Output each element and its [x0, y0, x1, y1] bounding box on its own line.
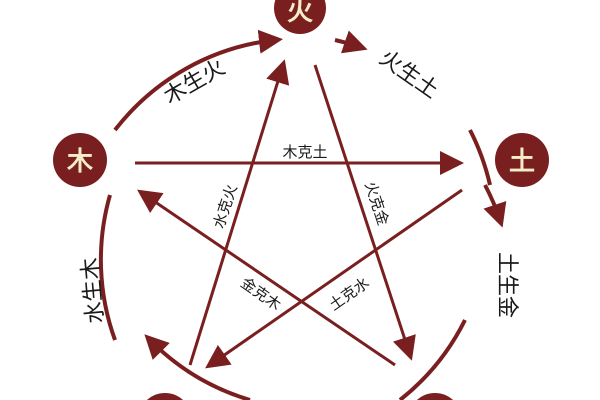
label-metal-overcomes-wood: 金克木	[237, 274, 284, 315]
node-earth: 土	[495, 133, 549, 187]
node-wood: 木	[53, 133, 107, 187]
label-water-generates-wood: 水生木	[78, 257, 109, 325]
node-earth-label: 土	[509, 147, 535, 177]
line-earth-overcomes-water	[205, 188, 463, 369]
node-wood-label: 木	[66, 147, 93, 177]
node-water: 水	[146, 393, 184, 400]
label-fire-generates-earth: 火生土	[375, 46, 443, 104]
arc-fire-to-earth	[334, 30, 368, 54]
line-metal-overcomes-wood	[137, 189, 396, 367]
node-fire-label: 火	[287, 0, 313, 27]
line-water-overcomes-fire	[188, 59, 290, 366]
label-wood-overcomes-earth: 木克土	[282, 143, 327, 161]
arc-bottom	[144, 334, 251, 400]
arc-wood-to-fire	[113, 29, 283, 132]
generating-cycle-arcs	[98, 29, 507, 400]
arc-earth-right	[468, 129, 492, 186]
line-fire-overcomes-metal	[313, 64, 416, 361]
node-metal: 金	[416, 393, 454, 400]
overcoming-star	[135, 59, 464, 369]
node-fire: 火	[274, 0, 326, 34]
arc-water-to-wood	[98, 194, 117, 341]
label-earth-generates-metal: 土生金	[494, 252, 519, 318]
arc-earth-to-metal	[483, 184, 507, 228]
arc-metal-to-water	[398, 319, 467, 400]
label-water-overcomes-fire: 水克火	[210, 182, 241, 230]
